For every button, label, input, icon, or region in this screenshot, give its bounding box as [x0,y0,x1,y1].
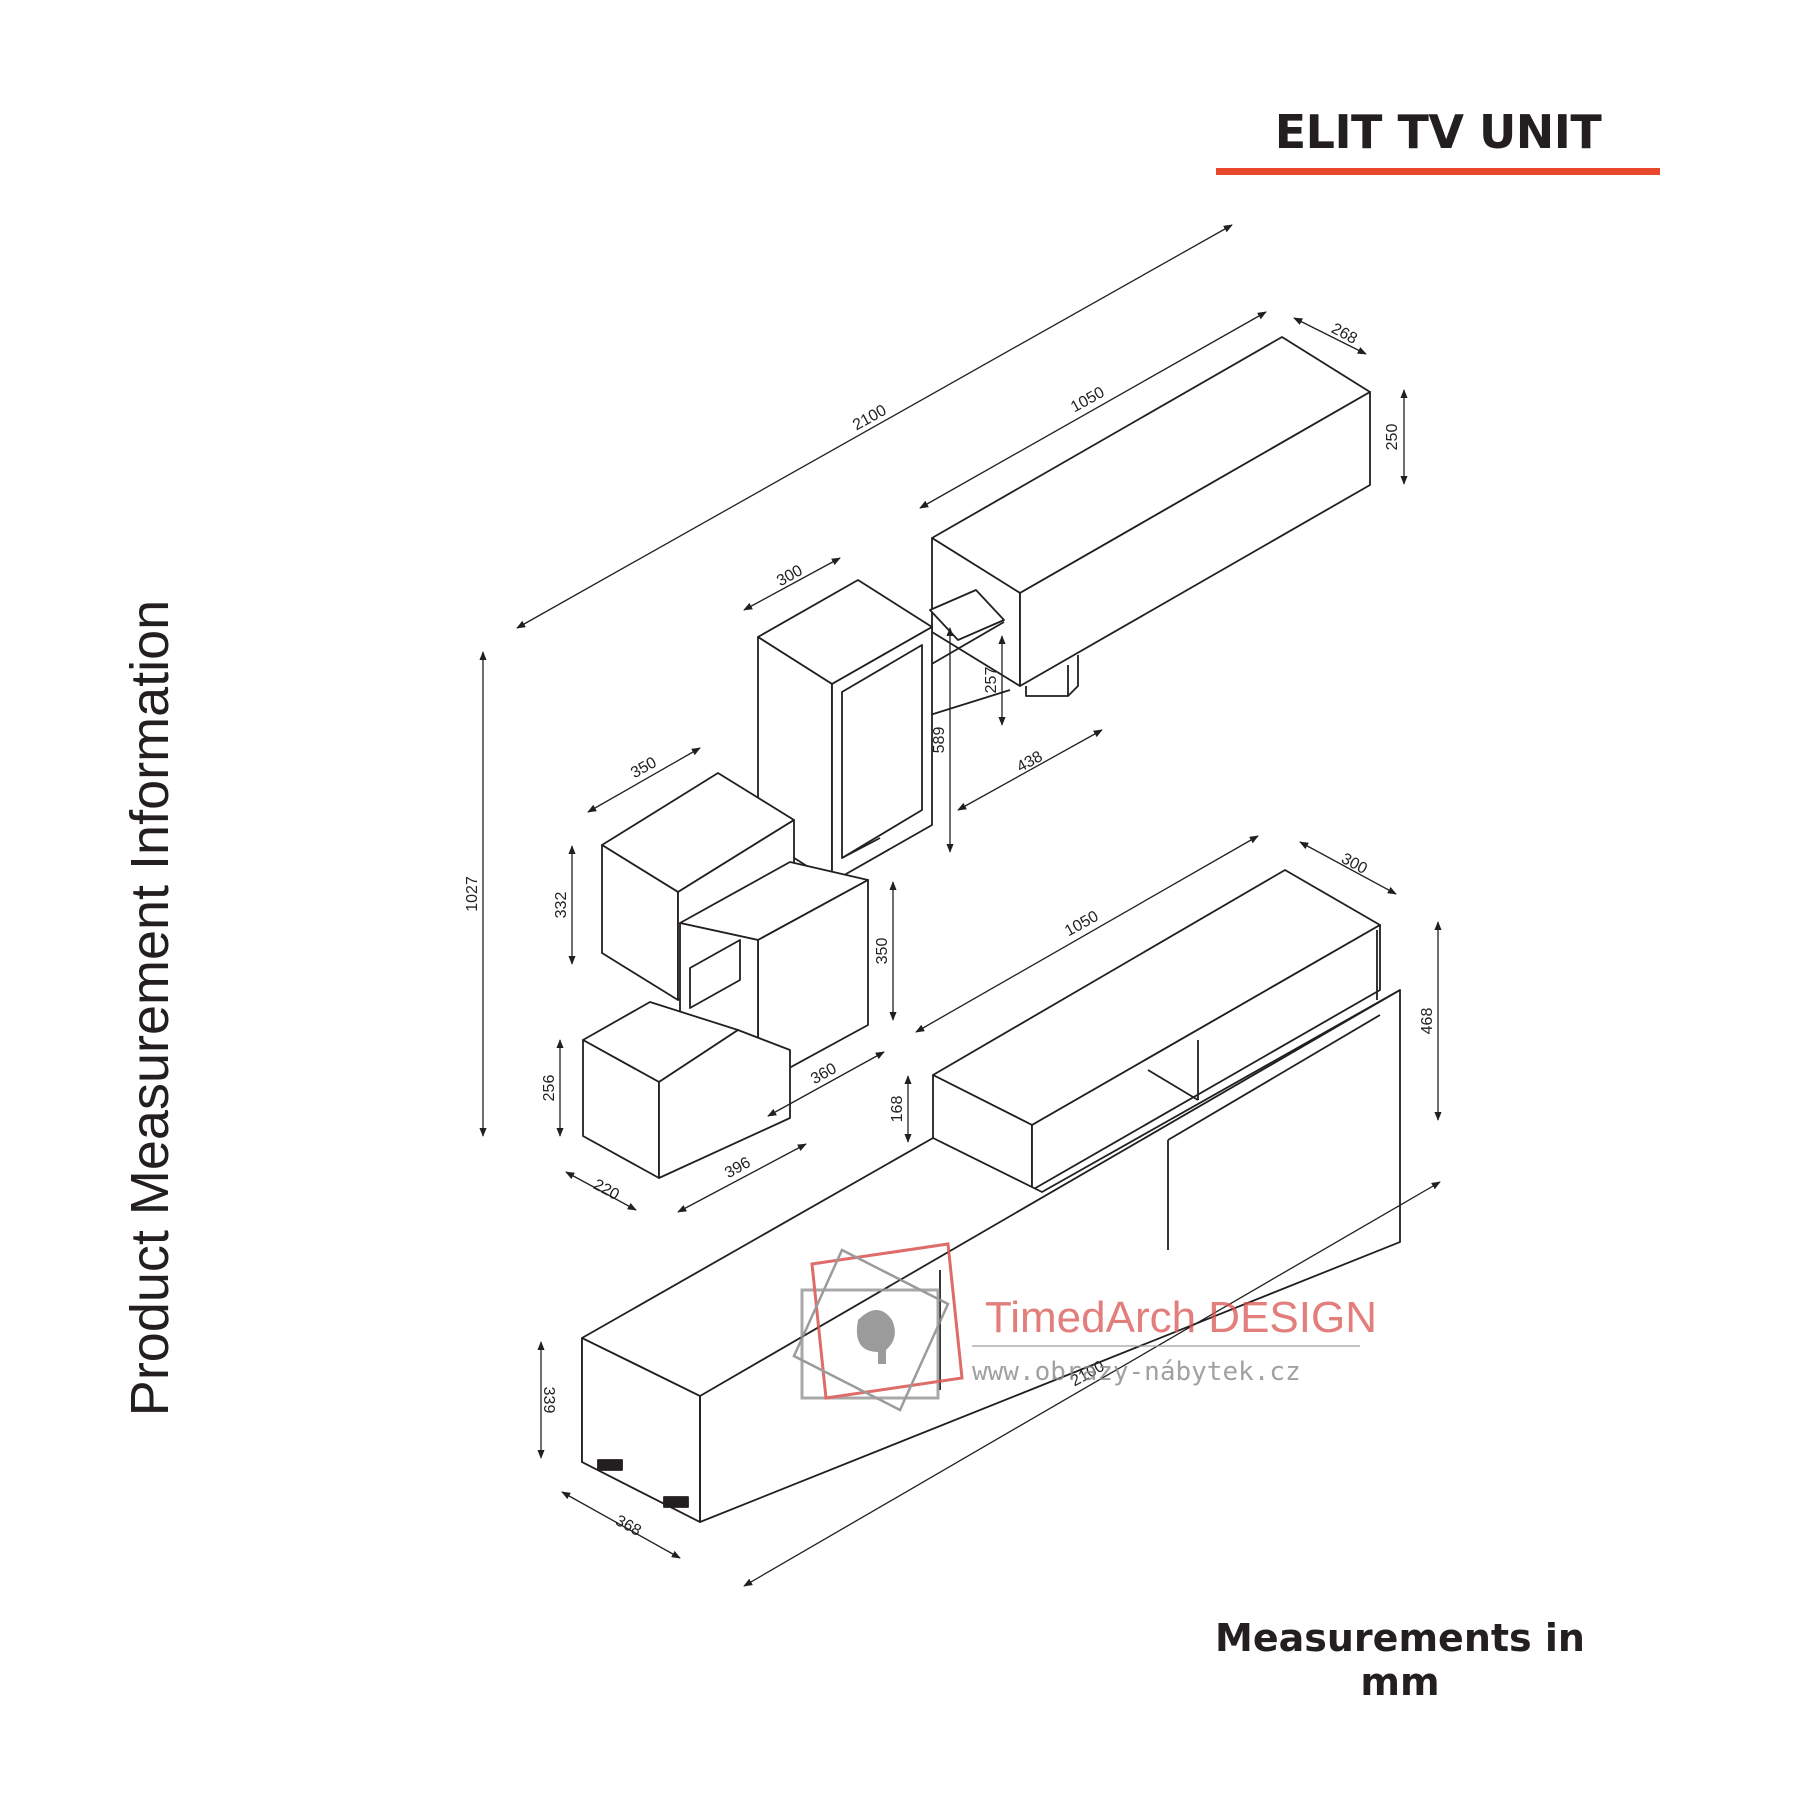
dim-label-1050-wall: 1050 [1068,384,1107,416]
furniture-outlines [581,336,1401,1523]
diagram-title: ELIT TV UNIT [1274,105,1602,159]
dim-label-589: 589 [931,727,948,754]
dim-line-1050-wall [919,311,1267,509]
watermark-logo [792,1242,964,1412]
dim-label-438: 438 [1014,748,1046,776]
dimension-lines [479,224,1442,1587]
dim-label-257: 257 [983,667,1000,694]
dim-line-368 [561,1491,681,1559]
dim-label-1027: 1027 [464,876,481,912]
dim-label-332: 332 [553,892,570,919]
dim-label-350-mid: 350 [874,938,891,965]
dim-line-396 [677,1143,807,1213]
watermark-url: www.obrazy-nábytek.cz [972,1357,1301,1387]
dim-line-300-tall [743,557,841,611]
title-underline [1216,168,1660,175]
dim-line-350-cube [587,747,701,813]
dim-label-250: 250 [1384,424,1401,451]
dim-label-468: 468 [1419,1008,1436,1035]
dim-line-438 [957,729,1103,811]
wall-cabinet [931,336,1371,697]
dim-label-300-tv: 300 [1338,850,1370,878]
units-note: Measurements in mm [1215,1616,1585,1704]
watermark-brand: TimedArch DESIGN [985,1293,1377,1342]
dim-line-2100-top [516,224,1233,629]
dim-label-168: 168 [889,1096,906,1123]
dim-label-1050-tv: 1050 [1062,908,1101,940]
dim-label-256: 256 [541,1075,558,1102]
dim-line-220 [565,1171,637,1211]
dim-line-300-tv [1299,841,1397,895]
dim-line-360 [767,1051,885,1117]
dim-label-396: 396 [722,1154,754,1182]
dim-label-350-cube: 350 [628,754,660,782]
dim-line-268 [1293,317,1367,355]
dim-line-2100-base [743,1181,1441,1587]
bottom-box [582,1001,791,1179]
dim-label-339: 339 [540,1387,557,1414]
dim-line-1050-tv [915,835,1259,1033]
dim-label-360: 360 [808,1060,840,1088]
